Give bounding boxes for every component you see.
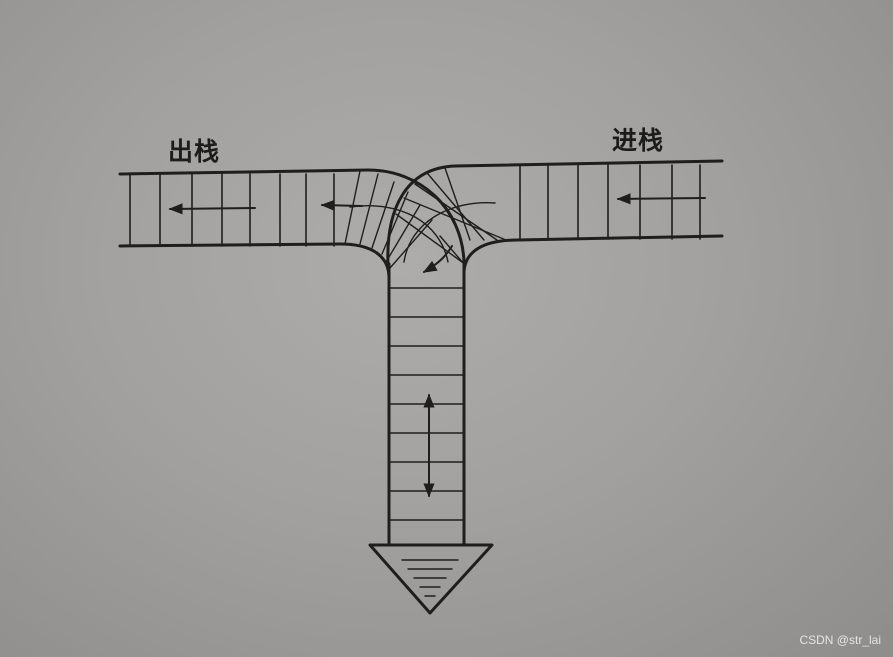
stop-triangle — [368, 543, 494, 615]
junction-tie-7 — [444, 167, 471, 241]
stack-track-ties — [388, 287, 465, 521]
entry-label: 进栈 — [612, 126, 665, 155]
junction-tie-2 — [359, 173, 379, 245]
exit-track-top-rail — [118, 168, 370, 176]
entry-arrow — [616, 193, 706, 205]
exit-track-bottom-rail — [118, 242, 342, 248]
entry-track-bottom-rail — [516, 234, 724, 242]
entry-track-top-rail — [453, 159, 724, 168]
junction-curves — [338, 164, 520, 278]
exit-curve-outer — [366, 168, 466, 264]
entry-track — [453, 159, 724, 242]
entry-curve-inner — [462, 238, 520, 274]
direction-arrows — [168, 193, 706, 498]
entry-track-ties — [519, 164, 701, 240]
junction-guide-left — [349, 205, 449, 263]
stack-track — [387, 262, 466, 546]
junction-ties — [344, 167, 507, 269]
junction-tie-6 — [389, 219, 433, 269]
exit-track-ties — [129, 173, 335, 247]
stack-bottom-stop — [368, 543, 494, 615]
exit-arrow — [168, 203, 256, 215]
junction-tie-4 — [381, 191, 409, 255]
watermark: CSDN @str_lai — [799, 633, 881, 647]
entry-curve-arrow — [422, 245, 453, 273]
junction-guide-right — [403, 202, 496, 263]
entry-curve-outer — [386, 164, 457, 266]
junction-tie-12 — [439, 235, 465, 265]
junction-tie-1 — [344, 170, 361, 245]
exit-label: 出栈 — [168, 137, 221, 166]
exit-curve-arrow — [320, 199, 363, 211]
junction-tie-5 — [385, 204, 421, 263]
junction-tie-11 — [395, 213, 463, 263]
exit-track — [118, 168, 370, 248]
junction-tie-10 — [403, 197, 507, 241]
junction-tie-3 — [371, 181, 395, 249]
exit-curve-inner — [338, 242, 391, 278]
